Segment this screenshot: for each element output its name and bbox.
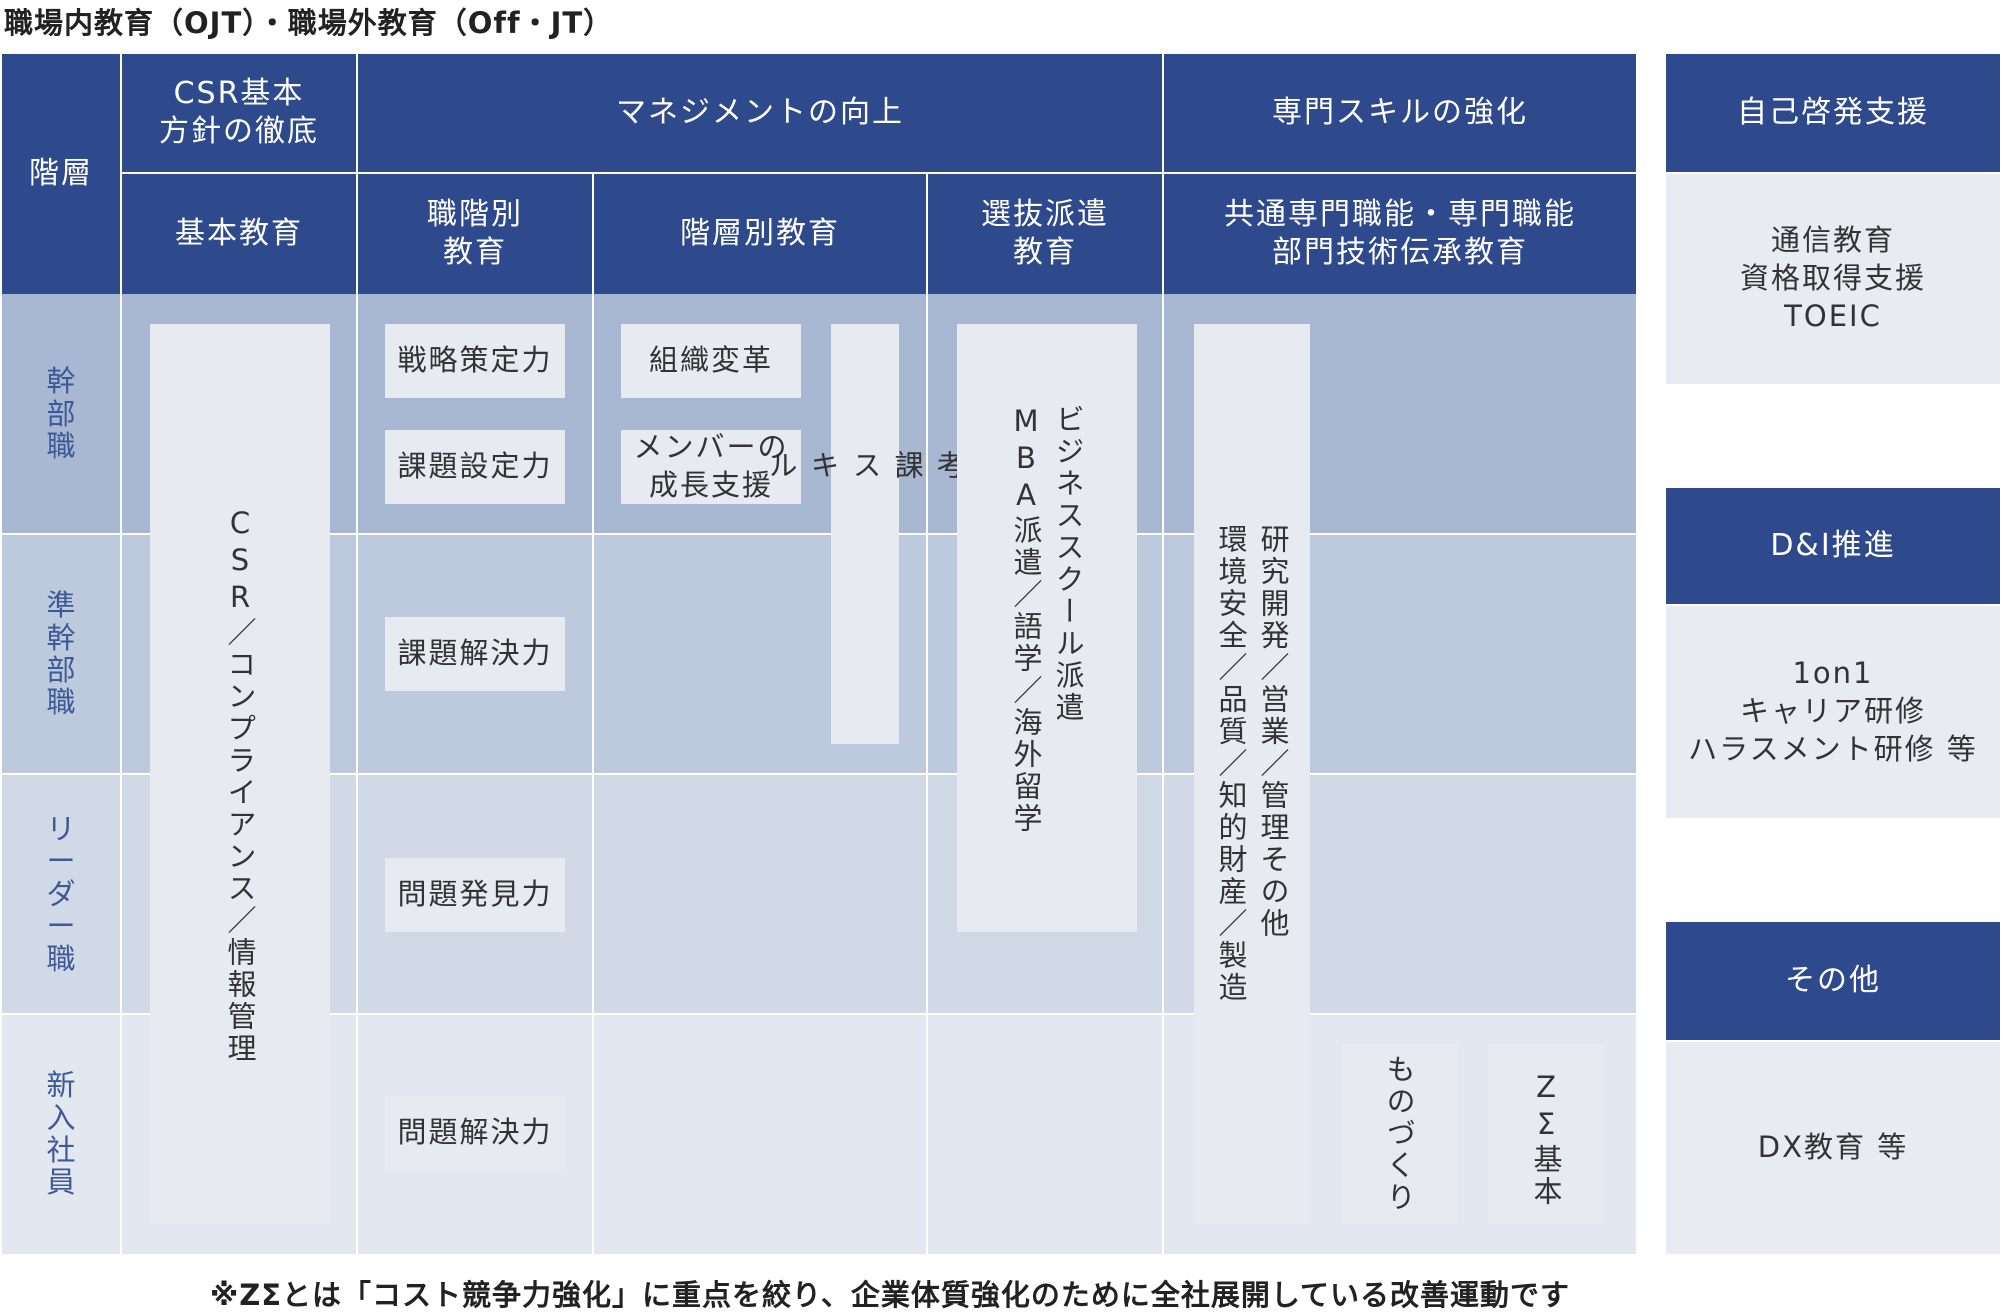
box-kenkyu-text: 研究開発／営業／管理その他 環境安全／品質／知的財産／製造: [1214, 524, 1291, 1004]
side-di-body: 1on1 キャリア研修 ハラスメント研修 等: [1666, 606, 2000, 818]
box-kadai-kaiketsu: 課題解決力: [385, 617, 565, 691]
row-label-shinnyu: 新 入 社 員: [46, 1068, 76, 1200]
box-kangaeru-text: 考 課 ス キ ル: [763, 450, 967, 482]
box-monozukuri: ものづくり: [1341, 1044, 1457, 1224]
side-other-title: その他: [1666, 922, 2000, 1040]
header-kaisobetsu: 階層別教育: [594, 174, 926, 294]
header-management-group: マネジメントの向上: [358, 54, 1162, 172]
header-csr-group: CSR基本 方針の徹底: [122, 54, 356, 172]
side-di-title: D&I推進: [1666, 488, 2000, 604]
row-label-junkanbu: 準 幹 部 職: [46, 588, 76, 720]
box-mondai-kaiketsu: 問題解決力: [385, 1096, 565, 1170]
footnote: ※ZΣとは「コスト競争力強化」に重点を絞り、企業体質強化のために全社展開している…: [210, 1278, 1571, 1312]
grid-hline: [2, 1013, 1636, 1015]
box-kadai-settei: 課題設定力: [385, 430, 565, 504]
box-business-school: ビジネススクール派遣 MBA派遣／語学／海外留学: [957, 324, 1137, 932]
grid-hline: [2, 773, 1636, 775]
grid-hline: [2, 533, 1636, 535]
row-label-leader: リ ー ダ ー 職: [46, 811, 76, 976]
box-member: メンバーの 成長支援: [621, 430, 801, 504]
header-kihon: 基本教育: [122, 174, 356, 294]
header-shokkai: 職階別 教育: [358, 174, 592, 294]
header-skill-group: 専門スキルの強化: [1164, 54, 1636, 172]
box-monozukuri-text: ものづくり: [1382, 1054, 1417, 1214]
header-senbatsu: 選抜派遣 教育: [928, 174, 1162, 294]
box-business-school-text: ビジネススクール派遣 MBA派遣／語学／海外留学: [1009, 404, 1086, 835]
header-kaiso: 階層: [2, 54, 120, 294]
box-zsigma-text: ZΣ基本: [1529, 1070, 1564, 1208]
side-other-body: DX教育 等: [1666, 1042, 2000, 1254]
box-csr: CSR／コンプライアンス／情報管理: [150, 324, 330, 1224]
box-senryaku: 戦略策定力: [385, 324, 565, 398]
box-soshiki: 組織変革: [621, 324, 801, 398]
box-zsigma: ZΣ基本: [1488, 1044, 1604, 1224]
row-label-kanbu: 幹 部 職: [46, 364, 76, 464]
header-kyotsu: 共通専門職能・専門職能 部門技術伝承教育: [1164, 174, 1636, 294]
box-mondai-hakken: 問題発見力: [385, 858, 565, 932]
box-kenkyu: 研究開発／営業／管理その他 環境安全／品質／知的財産／製造: [1194, 324, 1310, 1224]
box-csr-text: CSR／コンプライアンス／情報管理: [223, 506, 258, 1065]
page-title: 職場内教育（OJT）・職場外教育（Off・JT）: [4, 6, 614, 40]
side-jiko-title: 自己啓発支援: [1666, 54, 2000, 172]
side-jiko-body: 通信教育 資格取得支援 TOEIC: [1666, 174, 2000, 384]
box-kangaeru: 考 課 ス キ ル: [764, 324, 966, 744]
